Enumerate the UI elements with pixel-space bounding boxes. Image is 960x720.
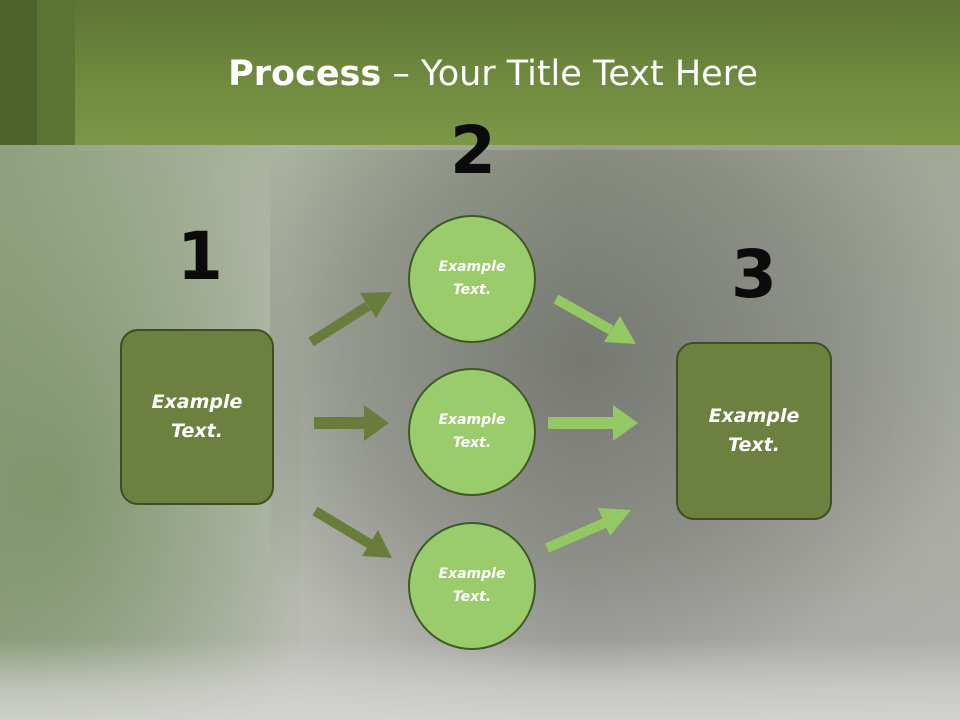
arrow-circle-bottom-to-box3 [545, 508, 631, 553]
process-circle-middle[interactable]: Example Text. [408, 368, 536, 496]
circle-top-line2: Text. [452, 282, 492, 298]
circle-middle-line2: Text. [452, 435, 492, 451]
step-box-1-line1: Example [151, 391, 243, 413]
step-box-3-line2: Text. [728, 434, 780, 456]
header-accent-band [37, 0, 75, 145]
title-bold: Process [228, 54, 382, 94]
step-box-3[interactable]: Example Text. [676, 342, 832, 520]
title-rest: – Your Title Text Here [381, 54, 758, 94]
step-box-1[interactable]: Example Text. [120, 329, 274, 505]
circle-bottom-line1: Example [438, 566, 506, 582]
arrow-box1-to-circle-middle [314, 405, 389, 441]
process-circle-bottom[interactable]: Example Text. [408, 522, 536, 650]
slide-title[interactable]: Process – Your Title Text Here [0, 52, 960, 96]
step-number-1: 1 [177, 218, 223, 295]
background-road [0, 640, 960, 720]
step-box-1-line2: Text. [171, 420, 223, 442]
step-number-2: 2 [450, 112, 496, 189]
circle-bottom-line2: Text. [452, 589, 492, 605]
step-box-3-line1: Example [708, 405, 800, 427]
circle-middle-line1: Example [438, 412, 506, 428]
header-accent-band-dark [0, 0, 37, 145]
arrow-box1-to-circle-top [308, 292, 392, 347]
step-number-3: 3 [731, 236, 777, 313]
title-banner [0, 0, 960, 145]
arrow-circle-middle-to-box3 [548, 405, 638, 441]
arrow-box1-to-circle-bottom [312, 506, 392, 558]
process-circle-top[interactable]: Example Text. [408, 215, 536, 343]
arrow-circle-top-to-box3 [553, 294, 636, 344]
circle-top-line1: Example [438, 259, 506, 275]
